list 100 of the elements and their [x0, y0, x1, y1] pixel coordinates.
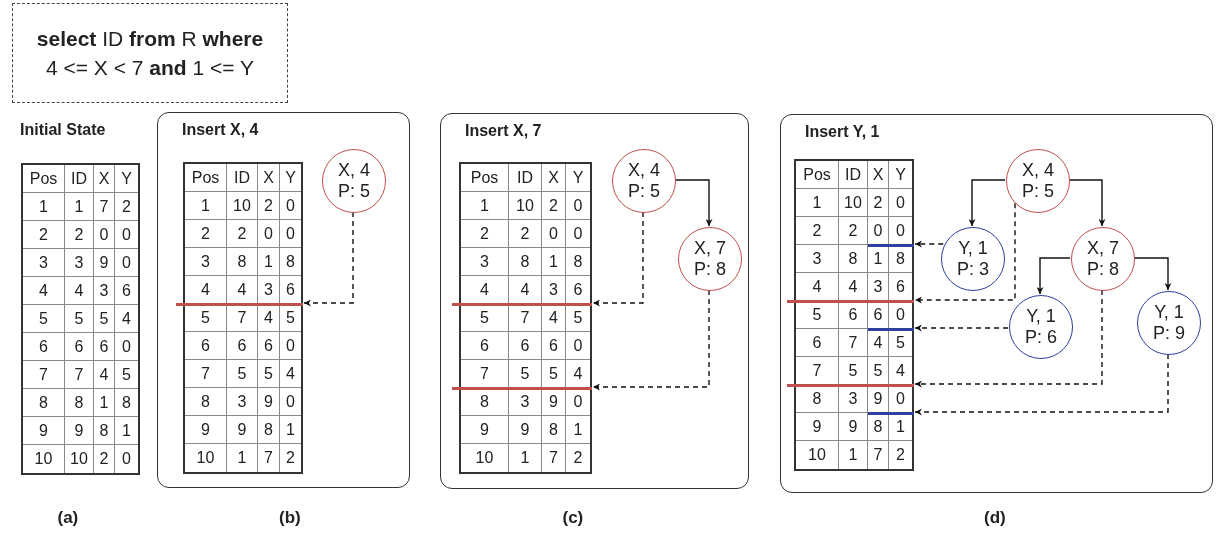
arrow: [674, 179, 713, 227]
table-value: 4: [227, 276, 258, 304]
table-value: 1: [542, 248, 566, 276]
table-value: 6: [889, 273, 912, 301]
column-header: ID: [227, 164, 258, 192]
dashed-arrow: [914, 324, 1009, 332]
step-panel: [440, 113, 749, 489]
table-value: 7: [258, 444, 280, 472]
column-header: X: [542, 164, 566, 192]
table-value: 3: [94, 277, 115, 305]
table-value: 8: [839, 245, 868, 273]
table-value: 0: [280, 192, 301, 220]
table-value: 8: [542, 416, 566, 444]
table-value: 0: [889, 301, 912, 329]
table-value: 2: [115, 193, 138, 221]
table-value: 3: [868, 273, 889, 301]
table-value: 8: [509, 248, 542, 276]
table-value: 8: [868, 413, 889, 441]
column-header: Y: [889, 161, 912, 189]
table-value: 4: [23, 277, 65, 305]
table-value: 5: [839, 357, 868, 385]
table-value: 3: [227, 388, 258, 416]
step-panel: [780, 114, 1213, 493]
table-value: 2: [258, 192, 280, 220]
table-value: 5: [461, 304, 509, 332]
table-value: 8: [280, 248, 301, 276]
node-label: X, 7 P: 8: [693, 238, 727, 280]
table-value: 1: [258, 248, 280, 276]
panel-caption: (b): [279, 508, 301, 528]
panel-caption: (d): [984, 508, 1006, 528]
table-value: 0: [280, 332, 301, 360]
table-value: 2: [285, 448, 296, 468]
dashed-arrow: [914, 202, 1016, 304]
table-value: 2: [509, 220, 542, 248]
panel-caption: (a): [57, 508, 79, 528]
table-value: 0: [121, 449, 132, 469]
query-text: select ID from R where 4 <= X < 7 and 1 <= Y: [35, 26, 265, 81]
column-header: ID: [65, 165, 94, 193]
node-label: Y, 1 P: 9: [1152, 302, 1186, 344]
table-value: 6: [796, 329, 839, 357]
split-line: [868, 411, 914, 415]
table-value: 7: [796, 357, 839, 385]
table-value: 0: [258, 220, 280, 248]
table-value: 9: [542, 388, 566, 416]
table-value: 5: [509, 360, 542, 388]
table-value: 5: [227, 360, 258, 388]
table-value: 3: [839, 385, 868, 413]
table-value: 6: [94, 333, 115, 361]
split-line: [452, 386, 592, 390]
node-label: X, 4 P: 5: [1021, 160, 1055, 202]
split-line: [868, 327, 914, 331]
table-value: 6: [509, 332, 542, 360]
table-value: 0: [889, 217, 912, 245]
table-value: 8: [258, 416, 280, 444]
arrow: [1133, 257, 1172, 291]
table-value: 10: [23, 445, 65, 473]
table-value: 1: [796, 189, 839, 217]
table-value: 9: [509, 416, 542, 444]
table-value: 8: [94, 417, 115, 445]
table-value: 6: [227, 332, 258, 360]
column-header: X: [868, 161, 889, 189]
table-value: 4: [280, 360, 301, 388]
table-value: 9: [185, 416, 227, 444]
table-value: 3: [185, 248, 227, 276]
table-value: 3: [461, 248, 509, 276]
table-value: 7: [23, 361, 65, 389]
panel-title: Insert Y, 1: [805, 123, 880, 141]
table-value: 5: [889, 329, 912, 357]
table-value: 10: [461, 444, 509, 472]
table-value: 0: [868, 217, 889, 245]
table-value: 10: [65, 445, 94, 473]
panel-title: Insert X, 7: [465, 122, 542, 140]
column-header: X: [94, 165, 115, 193]
table-value: 1: [227, 444, 258, 472]
table-value: 1: [868, 245, 889, 273]
table-value: 9: [65, 417, 94, 445]
table-value: 4: [509, 276, 542, 304]
table-value: 2: [868, 189, 889, 217]
table-value: 8: [461, 388, 509, 416]
node-label: Y, 1 P: 6: [1024, 306, 1058, 348]
table-value: 8: [115, 389, 138, 417]
table-value: 0: [566, 388, 590, 416]
table-value: 7: [185, 360, 227, 388]
dashed-arrow: [592, 211, 644, 307]
table-value: 2: [185, 220, 227, 248]
split-line: [452, 302, 592, 306]
table-value: 5: [65, 305, 94, 333]
step-heading: Initial State: [20, 121, 106, 139]
table-value: 4: [542, 304, 566, 332]
table-value: 4: [258, 304, 280, 332]
step-panel: [157, 112, 410, 488]
table-value: 1: [509, 444, 542, 472]
column-header: Y: [280, 164, 301, 192]
column-header: ID: [509, 164, 542, 192]
column-header: ID: [839, 161, 868, 189]
node-label: X, 4 P: 5: [627, 160, 661, 202]
table-value: 6: [461, 332, 509, 360]
table-value: 8: [23, 389, 65, 417]
table-value: 0: [889, 385, 912, 413]
table-value: 7: [94, 193, 115, 221]
